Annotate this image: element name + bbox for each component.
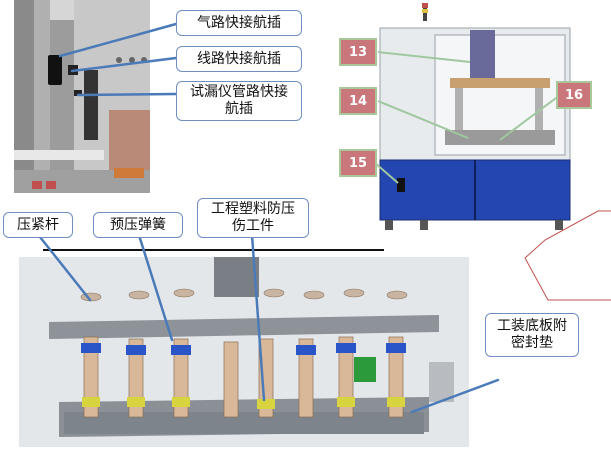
leak-tester-connector-callout: 试漏仪管路快接航插 — [176, 81, 302, 121]
plastic-protector-callout: 工程塑料防压伤工件 — [197, 198, 309, 238]
connector-panel-image — [14, 0, 150, 193]
preload-spring-callout: 预压弹簧 — [93, 212, 183, 238]
clamp-rod-callout: 压紧杆 — [3, 212, 73, 238]
marker-15: 15 — [339, 149, 377, 177]
gas-connector-callout: 气路快接航插 — [176, 10, 302, 36]
separator-line — [43, 249, 384, 251]
machine-render-image — [375, 0, 575, 235]
machine-render-drawing — [379, 3, 571, 230]
marker-16: 16 — [556, 81, 592, 109]
connector-panel-drawing — [14, 0, 150, 193]
line-connector-callout: 线路快接航插 — [176, 46, 302, 72]
marker-14: 14 — [339, 87, 377, 115]
fixture-render-drawing — [19, 257, 469, 447]
fixture-seal-callout: 工装底板附密封垫 — [485, 313, 579, 357]
marker-13: 13 — [339, 38, 377, 66]
fixture-render-image — [19, 257, 469, 447]
